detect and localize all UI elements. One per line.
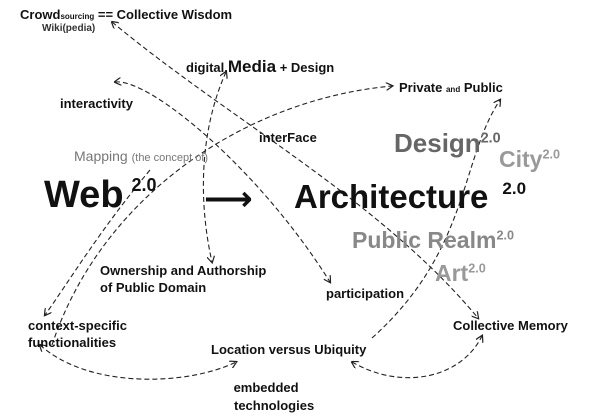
- mapping-word: Mapping: [74, 148, 132, 164]
- architecture-word: Architecture: [294, 178, 489, 215]
- crowd-word: Crowd: [20, 7, 61, 22]
- public-realm-version: 2.0: [496, 228, 515, 243]
- ownership-line-1: Ownership and Authorship: [100, 263, 267, 278]
- web-word: Web: [44, 174, 124, 216]
- design-suffix: + Design: [276, 60, 335, 75]
- connector-context-to-private-public: [51, 86, 392, 346]
- art-word: Art: [435, 260, 469, 286]
- wikipedia-label: Wiki(pedia): [42, 23, 96, 34]
- ownership-label: Ownership and Authorship of Public Domai…: [100, 262, 266, 296]
- participation-label: participation: [326, 286, 405, 301]
- connector-media-to-ownership: [202, 72, 226, 262]
- city-word: City: [499, 146, 543, 172]
- digital-prefix: digital.: [186, 60, 228, 75]
- web-2-0-label: Web 2.0: [44, 176, 157, 214]
- design-2-0-label: Design2.0: [394, 130, 501, 156]
- collective-wisdom-text: == Collective Wisdom: [94, 7, 233, 22]
- city-2-0-label: City2.0: [499, 148, 560, 171]
- public-realm-word: Public Realm: [352, 227, 497, 253]
- design-word: Design: [394, 128, 481, 158]
- art-version: 2.0: [468, 261, 486, 276]
- city-version: 2.0: [542, 147, 561, 162]
- context-specific-label: context-specific functionalities: [28, 317, 127, 351]
- public-realm-2-0-label: Public Realm2.0: [352, 229, 514, 252]
- location-ubiquity-label: Location versus Ubiquity: [211, 342, 367, 357]
- mapping-label: Mapping (the concept of): [74, 149, 208, 164]
- embedded-technologies-label: embedded technologies: [218, 379, 315, 415]
- crowdsourcing-label: Crowdsourcing == Collective Wisdom: [20, 7, 232, 23]
- and-subscript: and: [445, 85, 461, 94]
- context-line-2: functionalities: [28, 335, 117, 350]
- interface-label: interFace: [259, 130, 317, 145]
- web-to-architecture-arrow: ⟶: [204, 180, 253, 218]
- design-version: 2.0: [480, 130, 501, 147]
- connector-interactivity-to-participation: [115, 82, 330, 282]
- public-word: Public: [460, 80, 503, 95]
- architecture-version: 2.0: [502, 179, 527, 198]
- sourcing-subscript: sourcing: [60, 12, 95, 21]
- embedded-line-2: technologies: [234, 398, 315, 413]
- media-word: Media: [227, 57, 277, 76]
- private-public-label: Private and Public: [399, 80, 503, 96]
- connector-mapping-to-context: [45, 169, 151, 315]
- context-line-1: context-specific: [28, 318, 127, 333]
- digital-media-label: digital.Media + Design: [186, 58, 334, 76]
- embedded-line-1: embedded: [233, 380, 299, 395]
- interactivity-label: interactivity: [60, 96, 133, 111]
- mapping-note: (the concept of): [131, 152, 209, 164]
- private-word: Private: [399, 80, 446, 95]
- art-2-0-label: Art2.0: [435, 262, 486, 285]
- web-version: 2.0: [131, 175, 157, 195]
- collective-memory-label: Collective Memory: [453, 318, 568, 333]
- connector-context-to-location: [40, 345, 236, 380]
- architecture-2-0-label: Architecture 2.0: [294, 180, 526, 213]
- connector-location-to-collective-memory: [352, 336, 482, 379]
- ownership-line-2: of Public Domain: [100, 280, 207, 295]
